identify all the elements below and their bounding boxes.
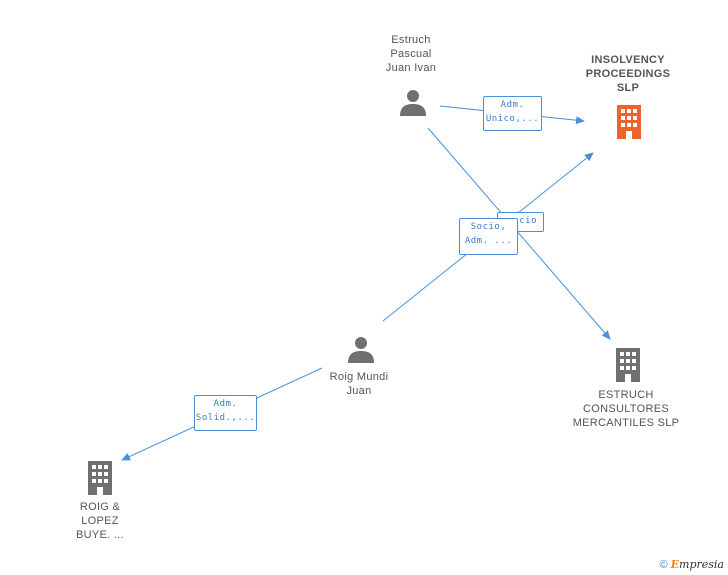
label-line: ROIG & xyxy=(79,501,121,513)
label-line: Pascual xyxy=(390,48,432,60)
label-line: Juan xyxy=(346,385,372,397)
brand-name: Empresia xyxy=(671,558,724,571)
label-line: MERCANTILES SLP xyxy=(572,417,680,429)
node-label: ESTRUCH CONSULTORES MERCANTILES SLP xyxy=(566,388,686,430)
edge-label-adm-solid[interactable]: Adm. Solid.,... xyxy=(194,395,257,431)
node-estruch-pascual[interactable]: Estruch Pascual Juan Ivan xyxy=(370,33,452,75)
building-icon xyxy=(616,348,640,382)
label-line: Roig Mundi xyxy=(329,371,389,383)
brand-rest: mpresia xyxy=(679,558,724,571)
node-label: INSOLVENCY PROCEEDINGS SLP xyxy=(576,53,680,95)
edge-label-line: Adm. ... xyxy=(464,236,513,246)
node-label: Estruch Pascual Juan Ivan xyxy=(370,33,452,75)
node-label: Roig Mundi Juan xyxy=(318,370,400,398)
edge-label-line: cio xyxy=(519,216,537,226)
node-estruch-consultores[interactable]: ESTRUCH CONSULTORES MERCANTILES SLP xyxy=(566,388,686,430)
edge-label-line: Adm. xyxy=(213,399,238,409)
edge-label-line: Solid.,... xyxy=(195,413,256,423)
edge-label-socio-adm[interactable]: Socio, Adm. ... xyxy=(459,218,518,255)
node-label: ROIG & LOPEZ BUYE. ... xyxy=(60,500,140,542)
edge-label-line: Unico,... xyxy=(485,114,540,124)
label-line: BUYE. ... xyxy=(76,529,124,541)
copyright-symbol: © xyxy=(659,559,668,571)
node-roig-lopez[interactable]: ROIG & LOPEZ BUYE. ... xyxy=(60,500,140,542)
label-line: ESTRUCH xyxy=(598,389,654,401)
building-icon xyxy=(617,105,641,139)
label-line: Estruch xyxy=(391,34,431,46)
node-insolvency-proceedings[interactable]: INSOLVENCY PROCEEDINGS SLP xyxy=(576,53,680,95)
brand-initial: E xyxy=(670,558,680,571)
edge-label-line: Socio, xyxy=(470,222,507,232)
label-line: CONSULTORES xyxy=(582,403,670,415)
edge-label-line: Adm. xyxy=(500,100,525,110)
edge-estruch-to-consultores xyxy=(427,127,611,340)
label-line: SLP xyxy=(616,82,640,94)
label-line: LOPEZ xyxy=(81,515,119,527)
label-line: Juan Ivan xyxy=(385,62,437,74)
person-icon xyxy=(348,337,374,363)
edge-label-adm-unico[interactable]: Adm. Unico,... xyxy=(483,96,542,131)
label-line: INSOLVENCY xyxy=(591,54,665,66)
empresia-logo: © Empresia xyxy=(659,558,724,571)
person-icon xyxy=(400,90,426,116)
label-line: PROCEEDINGS xyxy=(585,68,671,80)
building-icon xyxy=(88,461,112,495)
node-roig-mundi[interactable]: Roig Mundi Juan xyxy=(318,370,400,398)
